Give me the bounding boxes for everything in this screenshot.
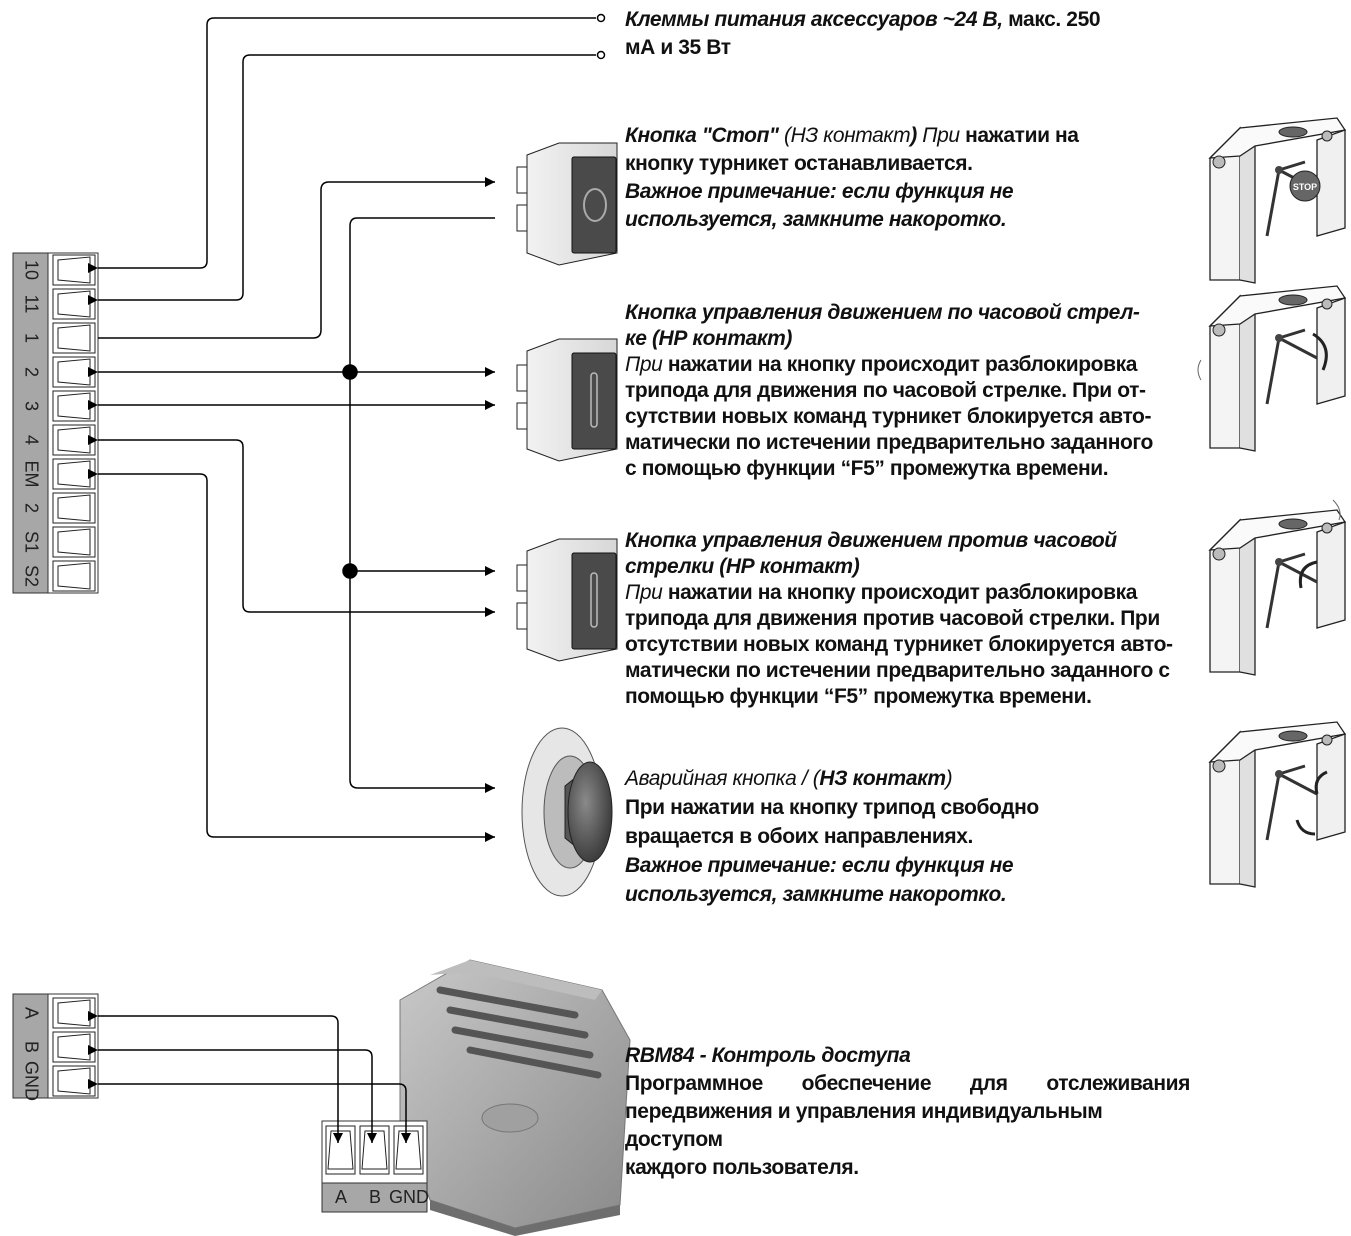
terminal-rs485-2: GND <box>21 1061 96 1101</box>
clockwise-body-2: сутствии новых команд турникет блокирует… <box>625 405 1152 428</box>
clockwise-body-1: трипода для движения по часовой стрелке.… <box>625 379 1146 402</box>
stop-note2: используется, замкните накоротко. <box>625 208 1007 231</box>
power-line2: мА и 35 Вт <box>625 36 731 59</box>
clockwise-body-0: нажатии на кнопку происходит разблокиров… <box>662 353 1138 376</box>
clockwise-body-4: с помощью функции “F5” промежутка времен… <box>625 457 1109 480</box>
rbm84-body-2: каждого пользователя. <box>625 1156 859 1179</box>
stop-sign-text: STOP <box>1293 182 1317 192</box>
stop-button-text: Кнопка "Стоп" (НЗ контакт) При нажатии н… <box>625 122 1165 234</box>
terminal-label: S2 <box>21 565 41 587</box>
terminal-label: GND <box>389 1187 429 1207</box>
emergency-title-contact: НЗ контакт <box>819 767 946 790</box>
control-wires <box>88 364 495 842</box>
emergency-line3: вращается в обоих направлениях. <box>625 825 973 848</box>
ccw-title1: Кнопка управления движением против часов… <box>625 529 1117 552</box>
terminal-label: 10 <box>21 260 41 280</box>
terminal-label: A <box>21 1007 41 1019</box>
clockwise-body-3: матически по истечении предварительно за… <box>625 431 1153 454</box>
ccw-lead: При <box>625 581 663 604</box>
terminal-label: 2 <box>21 367 41 377</box>
terminal-label: B <box>369 1187 381 1207</box>
terminal-main-9: S2 <box>21 560 96 592</box>
turnstile-counterclockwise-icon <box>1208 499 1347 676</box>
clockwise-text: Кнопка управления движением по часовой с… <box>625 300 1195 482</box>
ccw-body-1: трипода для движения против часовой стре… <box>625 607 1160 630</box>
turnstile-stop-icon: STOP <box>1208 117 1347 284</box>
terminal-main-2: 1 <box>21 322 96 354</box>
ccw-body-4: помощью функции “F5” промежутка времени. <box>625 685 1092 708</box>
terminal-label: 11 <box>21 295 41 314</box>
rbm84-text: RBM84 - Контроль доступа Программное обе… <box>625 1042 1190 1182</box>
terminal-rbm84-2: GND <box>389 1125 429 1207</box>
ccw-body-0: нажатии на кнопку происходит разблокиров… <box>662 581 1138 604</box>
clockwise-title1: Кнопка управления движением по часовой с… <box>625 301 1140 324</box>
stop-button-icon <box>516 142 618 266</box>
power-wires <box>88 13 606 305</box>
ccw-title2: стрелки (НР контакт) <box>625 555 860 578</box>
emergency-button-icon <box>521 727 613 897</box>
rbm84-title: RBM84 - Контроль доступа <box>625 1044 911 1067</box>
power-title-rest: макс. 250 <box>1002 8 1101 31</box>
terminal-label: A <box>335 1187 347 1207</box>
clockwise-button-icon <box>516 338 618 462</box>
terminal-label: 4 <box>21 435 41 445</box>
emergency-text: Аварийная кнопка / (НЗ контакт) При нажа… <box>625 764 1165 909</box>
turnstile-emergency-icon <box>1208 721 1347 888</box>
stop-note1: Важное примечание: если функция не <box>625 180 1014 203</box>
clockwise-title2: ке (НР контакт) <box>625 327 792 350</box>
emergency-line2: При нажатии на кнопку трипод свободно <box>625 796 1039 819</box>
terminal-main-1: 11 <box>21 288 96 320</box>
stop-title-rest: нажатии на <box>959 124 1079 147</box>
terminal-label: B <box>21 1041 41 1053</box>
terminal-label: 1 <box>21 333 41 343</box>
rs485-wires <box>88 1011 411 1143</box>
rbm84-reader-icon <box>399 959 631 1236</box>
terminal-label: GND <box>21 1061 41 1101</box>
stop-title-paren: ) <box>910 124 917 147</box>
ccw-body-3: матически по истечении предварительно за… <box>625 659 1170 682</box>
emergency-title: Аварийная кнопка / ( <box>625 767 820 790</box>
stop-title-when: При <box>916 124 960 147</box>
rbm84-body-0: Программное обеспечение для отслеживания <box>625 1072 1190 1095</box>
turnstile-clockwise-icon <box>1197 285 1347 452</box>
terminal-main-3: 2 <box>21 356 96 388</box>
ccw-body-2: отсутствии новых команд турникет блокиру… <box>625 633 1173 656</box>
stop-title: Кнопка "Стоп" <box>625 124 779 147</box>
emergency-note1: Важное примечание: если функция не <box>625 854 1014 877</box>
terminal-label: 2 <box>21 503 41 513</box>
rbm84-body-1: передвижения и управления индивидуальным… <box>625 1100 1103 1151</box>
counterclockwise-button-icon <box>516 538 618 662</box>
clockwise-lead: При <box>625 353 663 376</box>
terminal-main-6: EM <box>21 458 96 490</box>
terminal-block-rs485: A B GND <box>12 993 99 1101</box>
terminal-main-8: S1 <box>21 526 96 558</box>
stop-line2: кнопку турникет останавливается. <box>625 152 973 175</box>
terminal-main-4: 3 <box>21 390 96 422</box>
terminal-label: 3 <box>21 401 41 411</box>
terminal-label: S1 <box>21 531 41 553</box>
emergency-title-paren: ) <box>945 767 953 790</box>
stop-title-contact: (НЗ контакт <box>778 124 911 147</box>
counterclockwise-text: Кнопка управления движением против часов… <box>625 528 1200 710</box>
stop-wires <box>98 177 495 793</box>
power-terminals-text: Клеммы питания аксессуаров ~24 В, макс. … <box>625 6 1185 62</box>
emergency-note2: используется, замкните накоротко. <box>625 883 1007 906</box>
terminal-label: EM <box>21 461 41 488</box>
power-title: Клеммы питания аксессуаров ~24 В, <box>625 8 1003 31</box>
